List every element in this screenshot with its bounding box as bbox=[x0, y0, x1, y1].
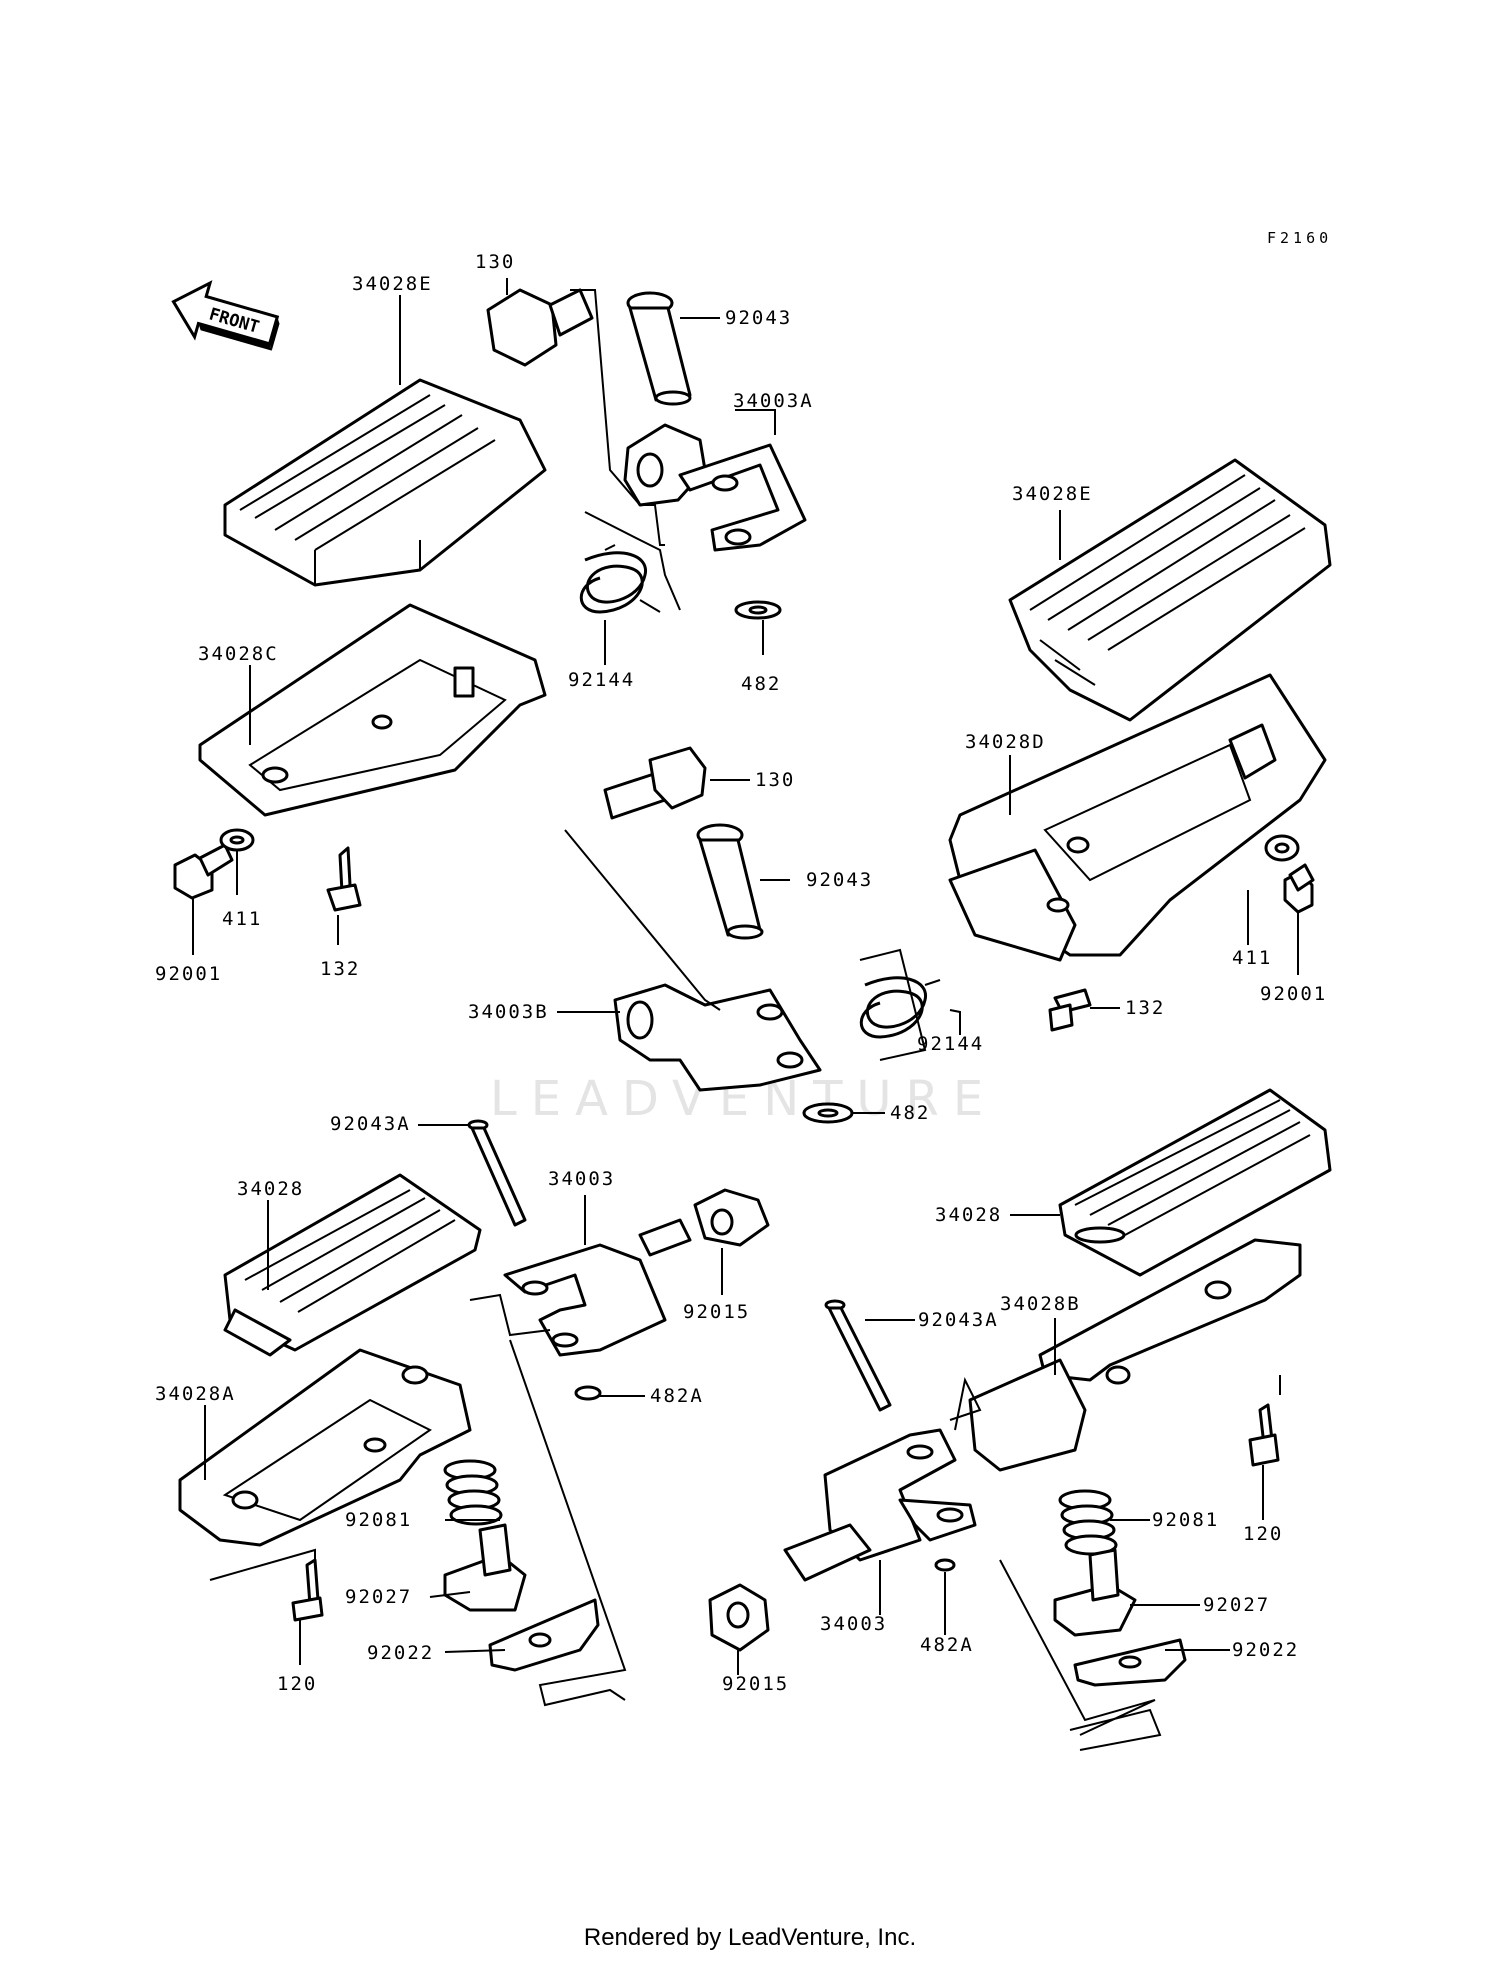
plate-34028d bbox=[948, 673, 1327, 962]
callout-92043a-left: 92043A bbox=[330, 1113, 411, 1135]
rubber-34028-right bbox=[1058, 1088, 1332, 1277]
callout-92022-right: 92022 bbox=[1232, 1639, 1299, 1661]
bolt-130-top bbox=[486, 288, 594, 367]
pin-92043a-right bbox=[824, 1299, 892, 1412]
bracket-34003b bbox=[613, 983, 822, 1092]
callout-34028a: 34028A bbox=[155, 1383, 236, 1405]
callout-482-top: 482 bbox=[741, 673, 781, 695]
bracket-34003-right bbox=[783, 1428, 977, 1582]
plate-92022-left bbox=[488, 1598, 600, 1672]
rubber-34028e-left bbox=[223, 378, 547, 587]
callout-34028-right: 34028 bbox=[935, 1204, 1002, 1226]
callout-34028c: 34028C bbox=[198, 643, 279, 665]
bracket-34003-left bbox=[503, 1218, 692, 1357]
callout-132-left: 132 bbox=[320, 958, 360, 980]
callout-92022-left: 92022 bbox=[367, 1642, 434, 1664]
spring-92144-mid bbox=[859, 976, 941, 1039]
callout-92027-right: 92027 bbox=[1203, 1594, 1270, 1616]
pivot-92027-right bbox=[1053, 1548, 1137, 1637]
callout-92043a-right: 92043A bbox=[918, 1309, 999, 1331]
rubber-34028-left bbox=[223, 1173, 482, 1357]
callout-34028-left: 34028 bbox=[237, 1178, 304, 1200]
callout-92043-top: 92043 bbox=[725, 307, 792, 329]
callout-132-right: 132 bbox=[1125, 997, 1165, 1019]
callout-92001-right: 92001 bbox=[1260, 983, 1327, 1005]
spring-92081-right bbox=[1058, 1489, 1118, 1556]
callout-92144-mid: 92144 bbox=[917, 1033, 984, 1055]
plate-34028b bbox=[968, 1238, 1302, 1472]
callout-92081-right: 92081 bbox=[1152, 1509, 1219, 1531]
clip-482-mid bbox=[802, 1102, 854, 1124]
washer-411-left bbox=[219, 828, 255, 852]
bolt-130-mid bbox=[603, 746, 707, 820]
pin-92043-mid bbox=[696, 823, 764, 940]
callout-92001-left: 92001 bbox=[155, 963, 222, 985]
callout-34028b: 34028B bbox=[1000, 1293, 1081, 1315]
leader-lines bbox=[192, 278, 1299, 1675]
callout-482a-right: 482A bbox=[920, 1634, 974, 1656]
callout-34003-left: 34003 bbox=[548, 1168, 615, 1190]
bolt-92001-left bbox=[173, 843, 234, 900]
bracket-34003a bbox=[623, 423, 807, 552]
callout-labels: 130 92043 34028E 34003A 34028E 34028C 92… bbox=[155, 251, 1327, 1695]
screw-132-left bbox=[326, 846, 362, 912]
callout-92015-right: 92015 bbox=[722, 1673, 789, 1695]
callout-130-mid: 130 bbox=[755, 769, 795, 791]
callout-482a-left: 482A bbox=[650, 1385, 704, 1407]
pivot-92027-left bbox=[443, 1523, 527, 1612]
plate-92022-right bbox=[1073, 1638, 1187, 1687]
callout-411-right: 411 bbox=[1232, 947, 1272, 969]
callout-482-mid: 482 bbox=[890, 1102, 930, 1124]
callout-92043-mid: 92043 bbox=[806, 869, 873, 891]
callout-120-right: 120 bbox=[1243, 1523, 1283, 1545]
bolt-92001-right bbox=[1283, 863, 1315, 914]
screw-120-left bbox=[291, 1558, 324, 1622]
callout-34028e-left: 34028E bbox=[352, 273, 433, 295]
clip-482a-right bbox=[934, 1558, 956, 1572]
callout-92144-top: 92144 bbox=[568, 669, 635, 691]
callout-411-left: 411 bbox=[222, 908, 262, 930]
pin-92043-top bbox=[626, 291, 692, 406]
clip-482-top bbox=[734, 600, 782, 620]
callout-34028e-right: 34028E bbox=[1012, 483, 1093, 505]
spring-92144-top bbox=[579, 544, 661, 614]
screw-120-right bbox=[1248, 1403, 1280, 1467]
pin-92043a-left bbox=[467, 1119, 527, 1227]
grouping-lines bbox=[209, 289, 1281, 1751]
spring-92081-left bbox=[443, 1459, 503, 1526]
figure-code: F2160 bbox=[1267, 229, 1332, 247]
callout-34003a: 34003A bbox=[733, 390, 814, 412]
callout-34003b: 34003B bbox=[468, 1001, 549, 1023]
nut-92015-left bbox=[693, 1188, 770, 1247]
front-arrow-icon: FRONT bbox=[171, 280, 280, 351]
plate-34028a bbox=[178, 1348, 472, 1547]
washer-411-right bbox=[1264, 834, 1300, 862]
callout-92015-left: 92015 bbox=[683, 1301, 750, 1323]
callout-34003-right: 34003 bbox=[820, 1613, 887, 1635]
callout-92027-left: 92027 bbox=[345, 1586, 412, 1608]
clip-482a-left bbox=[574, 1385, 602, 1401]
callout-34028d: 34028D bbox=[965, 731, 1046, 753]
callout-130-top: 130 bbox=[475, 251, 515, 273]
callout-120-left: 120 bbox=[277, 1673, 317, 1695]
screw-132-right bbox=[1048, 988, 1092, 1032]
plate-34028c bbox=[198, 603, 547, 817]
rubber-34028e-right bbox=[1008, 458, 1332, 722]
nut-92015-right bbox=[708, 1583, 770, 1652]
callout-92081-left: 92081 bbox=[345, 1509, 412, 1531]
render-credit: Rendered by LeadVenture, Inc. bbox=[583, 1924, 917, 1951]
